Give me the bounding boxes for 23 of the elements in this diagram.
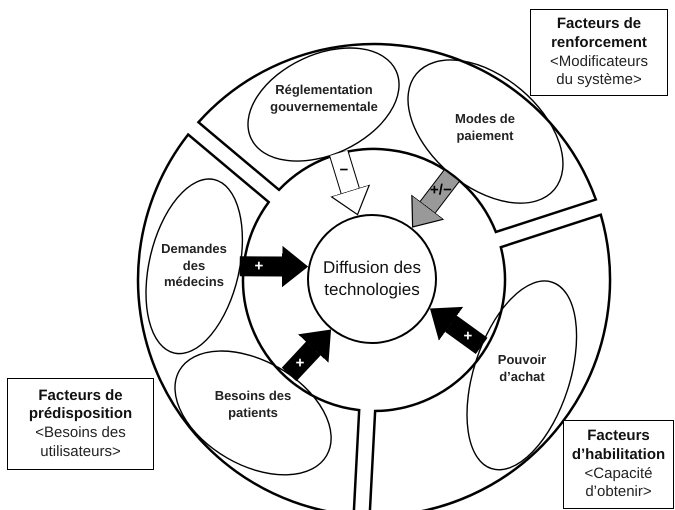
box-subtitle: <Capacité d’obtenir> — [584, 464, 654, 502]
edge-label: + — [296, 355, 304, 370]
box-subtitle: <Modificateurs du système> — [549, 52, 649, 90]
category-box — [530, 9, 668, 96]
category-box — [7, 378, 154, 470]
box-heading: Facteurs de renforcement — [550, 15, 648, 52]
factor-label: Demandes des médecins — [160, 240, 228, 292]
box-heading: Facteurs de prédisposition — [28, 386, 134, 424]
edge-label: − — [340, 162, 348, 178]
edge-label: +/− — [430, 182, 452, 198]
central-label: Diffusion des technologies — [322, 256, 422, 301]
factor-label: Modes de paiement — [454, 111, 516, 145]
edge-label: + — [463, 328, 472, 344]
edge-label: + — [254, 258, 264, 274]
factor-label: Pouvoir d’achat — [496, 352, 548, 386]
factor-label: Réglementation gouvernementale — [269, 82, 379, 116]
box-heading: Facteurs d’habilitation — [572, 427, 666, 464]
factor-ellipse — [174, 351, 332, 475]
category-box — [563, 420, 674, 509]
factor-label: Besoins des patients — [214, 388, 292, 422]
factor-ellipse — [146, 178, 242, 354]
factor-ellipse — [248, 48, 400, 162]
box-subtitle: <Besoins des utilisateurs> — [34, 424, 127, 462]
